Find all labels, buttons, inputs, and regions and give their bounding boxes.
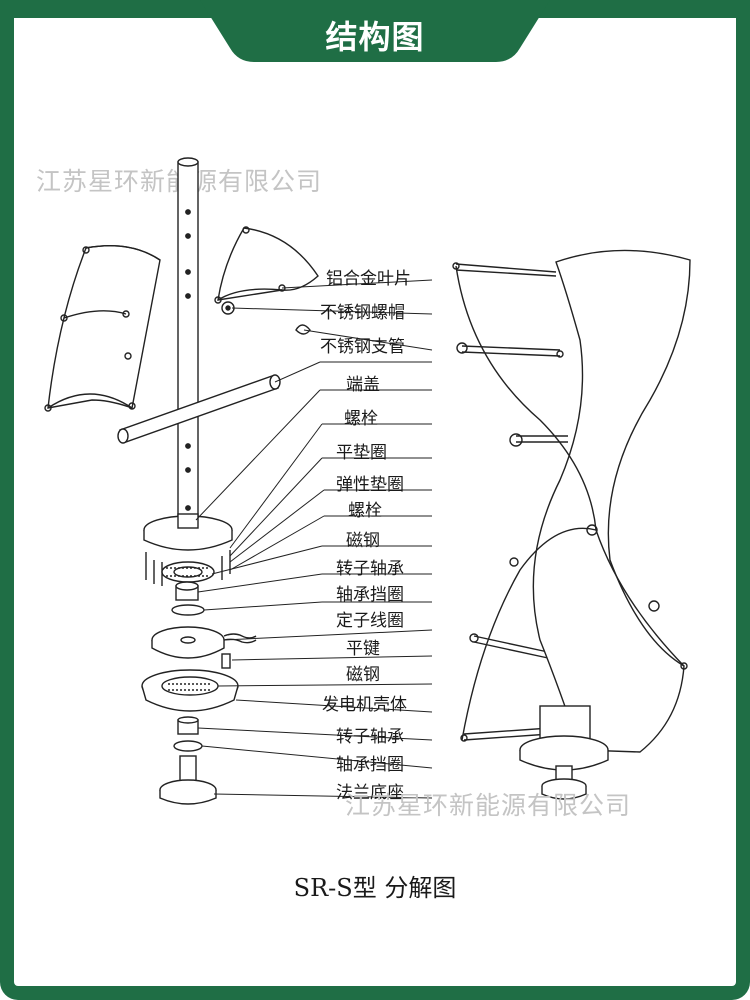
flange-base [159, 755, 217, 805]
label-stator-coil: 定子线圈 [336, 611, 404, 631]
label-flange-base: 法兰底座 [336, 783, 404, 803]
upper-bearing [171, 581, 205, 616]
magnet-ring [161, 561, 215, 583]
label-generator-housing: 发电机壳体 [322, 695, 407, 715]
diagram-caption: SR-S型 分解图 [293, 874, 457, 902]
lower-bearing [173, 716, 203, 752]
label-flat-key: 平键 [346, 639, 380, 659]
title-tab [200, 0, 550, 62]
stator-coil [151, 626, 257, 659]
leader-lines [195, 279, 433, 799]
flat-key [221, 653, 231, 669]
label-stainless-tube: 不锈钢支管 [320, 337, 405, 357]
page-title: 结构图 [325, 18, 425, 56]
label-bearing-retainer-2: 轴承挡圈 [336, 755, 404, 775]
center-shaft [177, 157, 199, 523]
label-spring-washer: 弹性垫圈 [336, 475, 404, 495]
label-aluminum-blade: 铝合金叶片 [326, 269, 411, 289]
label-rotor-bearing-2: 转子轴承 [336, 727, 404, 747]
content-area [14, 18, 736, 986]
label-stainless-nut: 不锈钢螺帽 [320, 303, 405, 323]
generator-housing [141, 669, 239, 712]
label-rotor-bearing-1: 转子轴承 [336, 559, 404, 579]
label-bearing-retainer-1: 轴承挡圈 [336, 585, 404, 605]
support-tube [117, 374, 281, 444]
label-bolt-2: 螺栓 [348, 501, 382, 521]
watermark-bottom: 江苏星环新能源有限公司 [345, 791, 632, 820]
title-tab-text-wrap: 结构图 [200, 0, 550, 62]
label-flat-washer: 平垫圈 [336, 443, 387, 463]
label-end-cap: 端盖 [346, 375, 380, 395]
end-cap [143, 513, 233, 551]
assembled-turbine [452, 249, 691, 800]
label-magnet-1: 磁钢 [346, 531, 380, 551]
left-blade [44, 245, 161, 412]
label-magnet-2: 磁钢 [346, 665, 380, 685]
right-blade [214, 226, 319, 335]
label-bolt-1: 螺栓 [344, 409, 378, 429]
